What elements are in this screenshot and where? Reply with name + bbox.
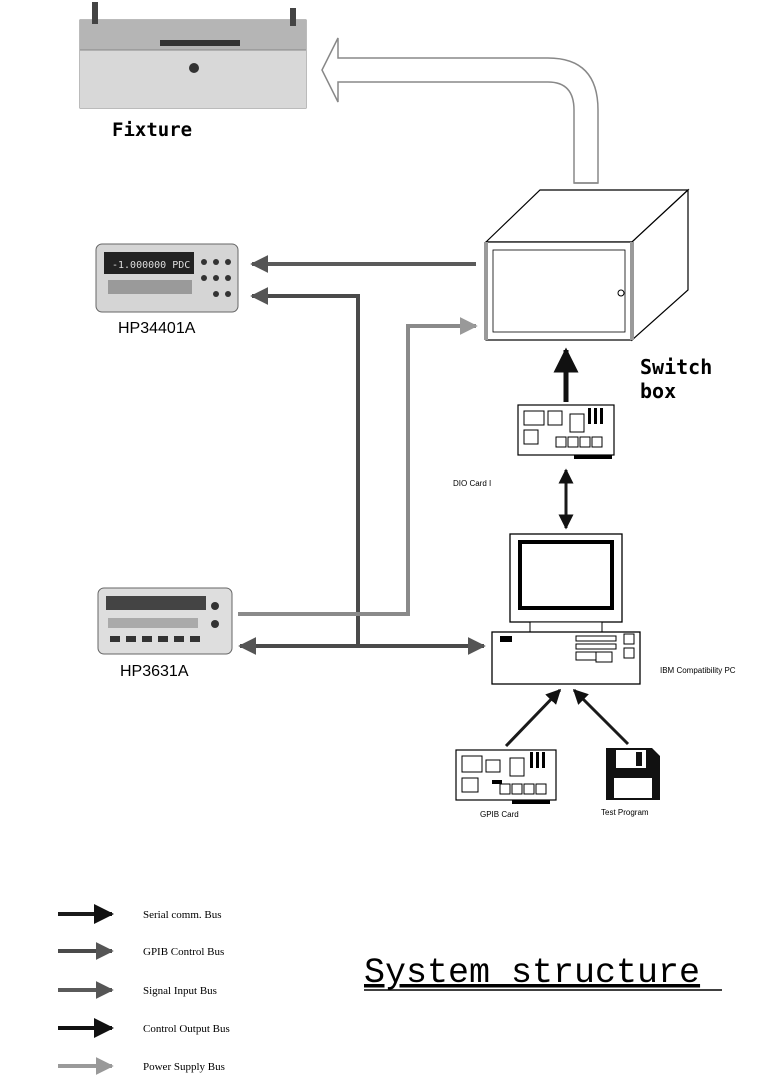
gpib-card-to-pc-line <box>504 688 562 748</box>
legend-label-4: Power Supply Bus <box>143 1061 225 1073</box>
hp34401a-display: -1.000000 PDC <box>112 260 190 271</box>
switch-box-label-line2: box <box>640 379 676 403</box>
fixture-node <box>79 2 307 109</box>
hp3631a-to-switch-line <box>238 317 478 616</box>
test-program-node <box>606 748 660 800</box>
legend-label-3: Control Output Bus <box>143 1023 230 1035</box>
hp3631a-node <box>97 587 233 655</box>
hp34401a-node: -1.000000 PDC <box>95 243 239 313</box>
gpib-card-label: GPIB Card <box>480 810 519 819</box>
legend-label-2: Signal Input Bus <box>143 985 217 997</box>
legend-label-0: Serial comm. Bus <box>143 909 222 921</box>
diagram-title: System structure <box>364 953 700 993</box>
test-program-label: Test Program <box>601 808 649 817</box>
dio-card-label: DIO Card I <box>453 479 491 488</box>
legend-label-1: GPIB Control Bus <box>143 946 224 958</box>
hp34401a-label: HP34401A <box>118 320 196 337</box>
dio-card-node <box>517 404 615 459</box>
hp34401a-gpib-line <box>250 287 360 646</box>
fixture-power-arrow <box>321 37 599 184</box>
hp3631a-label: HP3631A <box>120 663 189 680</box>
test-program-to-pc-line <box>572 688 630 746</box>
switch-box-node <box>484 188 690 342</box>
switch-box-label-line1: Switch <box>640 355 712 379</box>
gpib-card-node <box>455 749 557 804</box>
pc-node <box>491 533 641 685</box>
fixture-label: Fixture <box>112 119 192 141</box>
pc-label: IBM Compatibility PC <box>660 666 736 675</box>
legend: Serial comm. Bus GPIB Control Bus Signal… <box>58 904 230 1075</box>
